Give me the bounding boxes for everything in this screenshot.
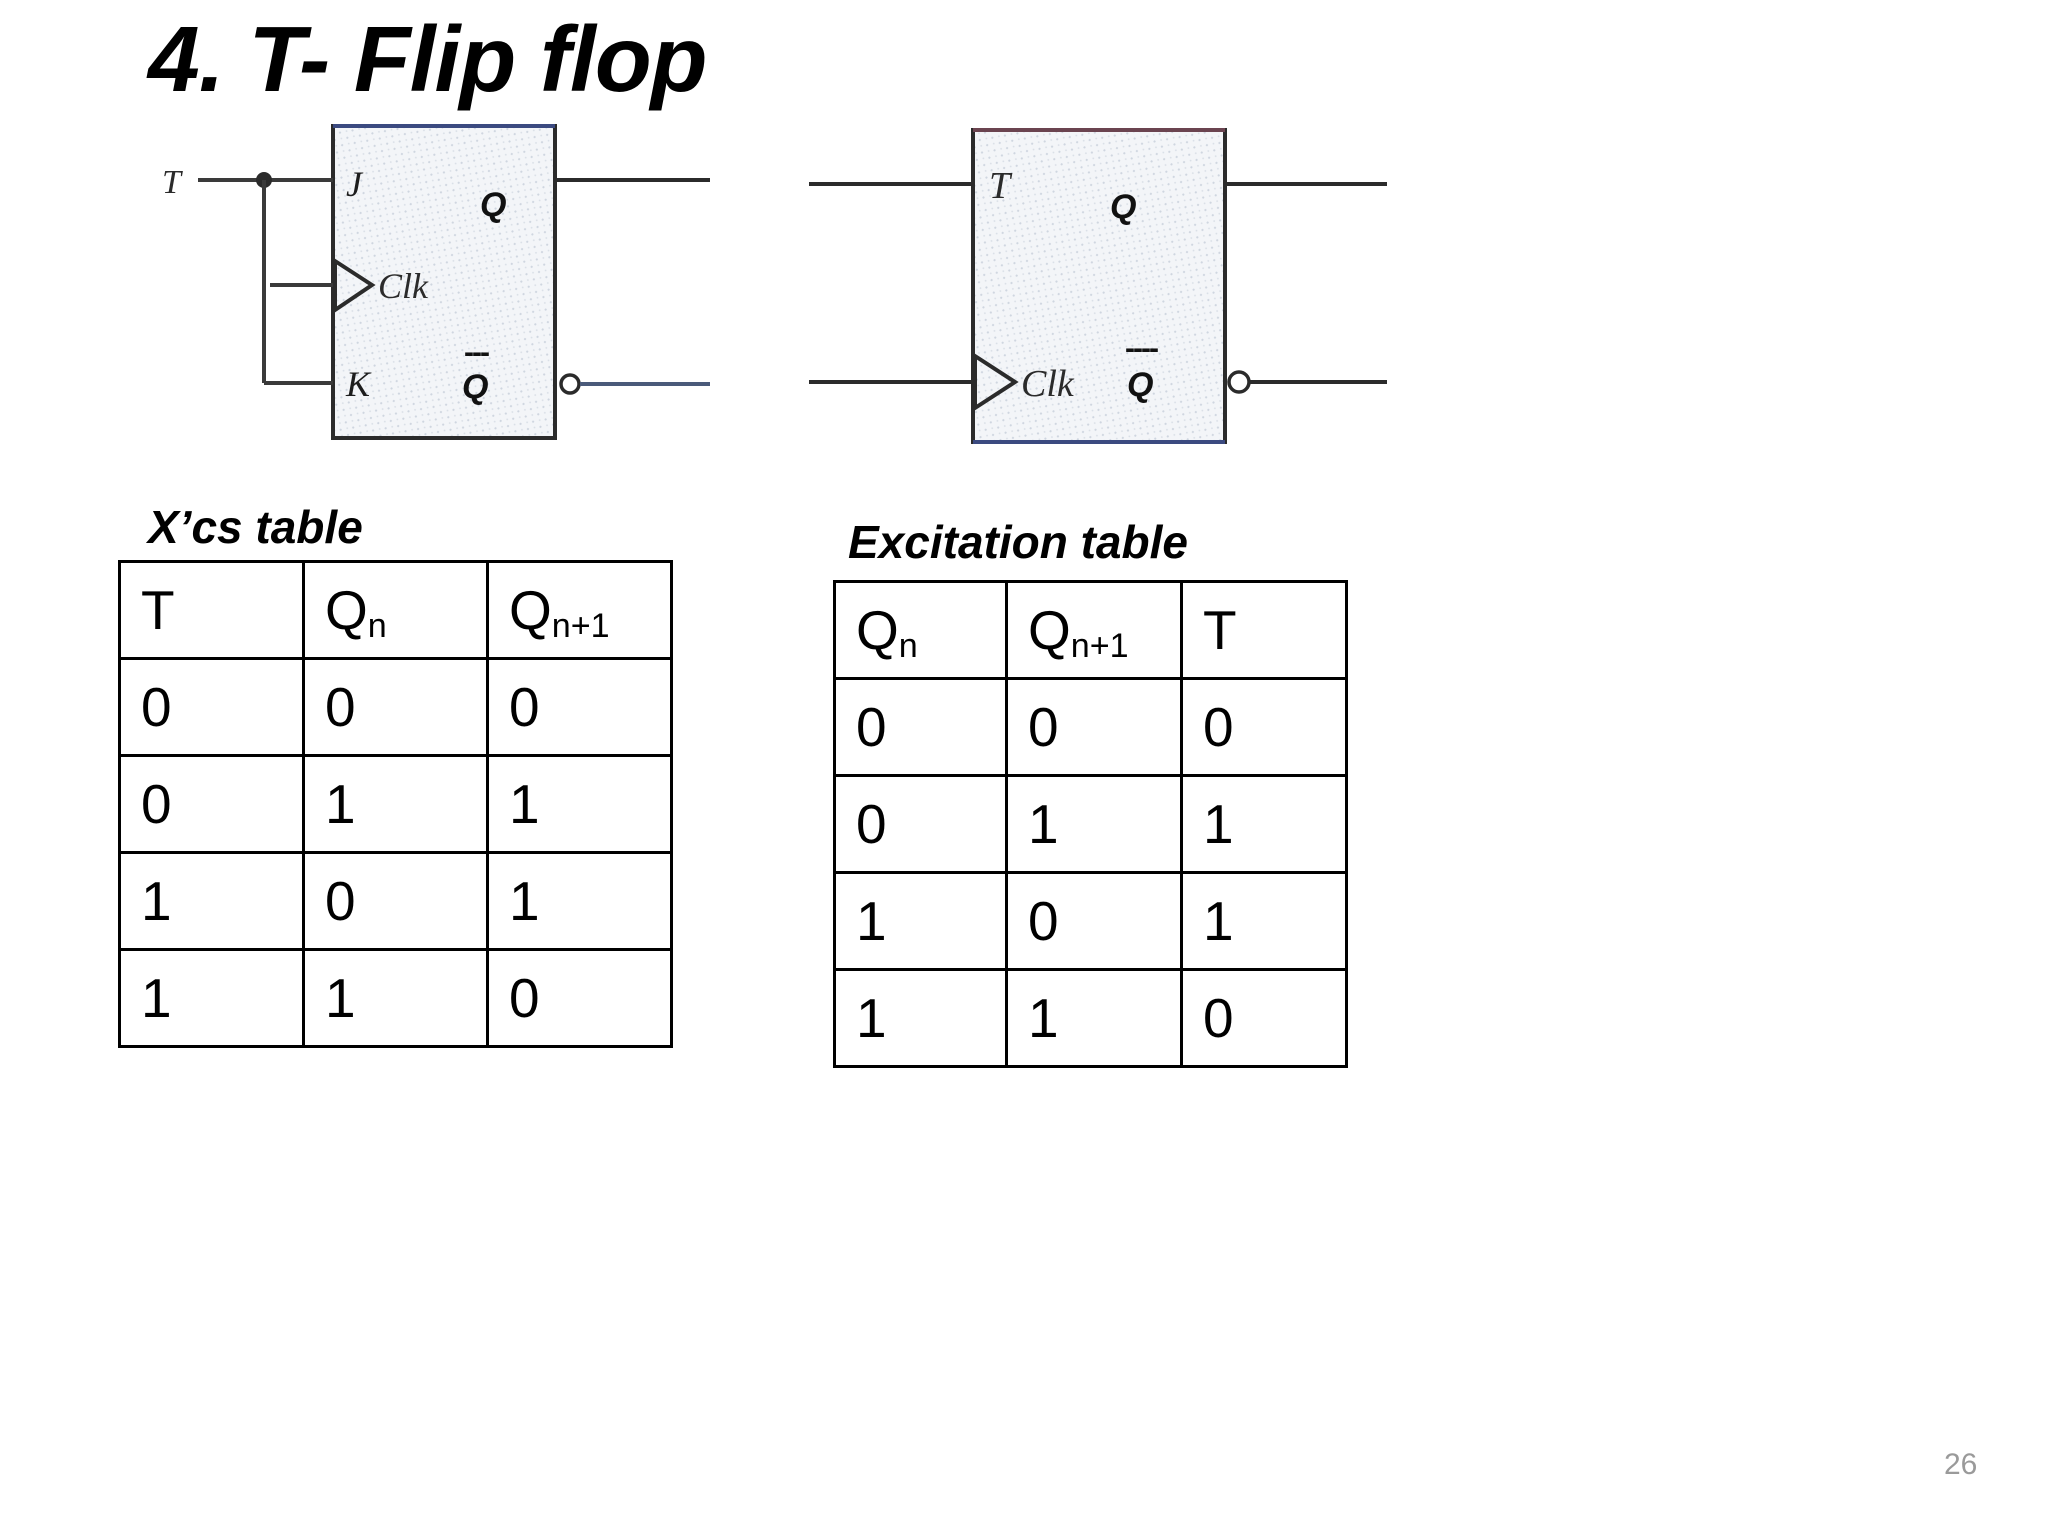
pin-t-label: T bbox=[989, 165, 1013, 207]
header-text: T bbox=[141, 579, 175, 641]
header-text: T bbox=[1203, 599, 1237, 661]
header-cell-qn: Qn bbox=[302, 560, 489, 660]
characteristic-table: T Qn Qn+1 0 0 0 0 1 1 1 0 1 1 1 0 bbox=[118, 560, 673, 1048]
cell: 0 bbox=[118, 657, 305, 757]
cell: 1 bbox=[1180, 774, 1348, 874]
table-header-row: T Qn Qn+1 bbox=[118, 560, 673, 660]
table-row: 0 0 0 bbox=[833, 677, 1348, 777]
jk-flipflop-svg: T J Q Clk K --- Q bbox=[162, 124, 710, 440]
cell: 0 bbox=[833, 774, 1008, 874]
header-sub: n+1 bbox=[1070, 626, 1129, 665]
table-header-row: Qn Qn+1 T bbox=[833, 580, 1348, 680]
qbar-overline: --- bbox=[464, 336, 489, 369]
cell: 0 bbox=[302, 851, 489, 951]
cell: 0 bbox=[1005, 677, 1183, 777]
cell: 0 bbox=[118, 754, 305, 854]
inverting-bubble-icon bbox=[1227, 370, 1251, 394]
inverting-bubble-icon bbox=[559, 373, 581, 395]
table-row: 0 1 1 bbox=[118, 754, 673, 854]
table-row: 1 0 1 bbox=[833, 871, 1348, 971]
clock-triangle-icon bbox=[973, 352, 1019, 412]
pin-qbar-label: Q bbox=[1127, 366, 1153, 404]
cell: 1 bbox=[833, 968, 1008, 1068]
cell: 0 bbox=[486, 948, 673, 1048]
pin-clk-label: Clk bbox=[1021, 363, 1075, 405]
t-input-label: T bbox=[162, 164, 183, 201]
cell: 1 bbox=[1005, 968, 1183, 1068]
cell: 1 bbox=[833, 871, 1008, 971]
table-row: 1 1 0 bbox=[118, 948, 673, 1048]
qbar-overline: ---- bbox=[1125, 332, 1158, 365]
header-cell-qn1: Qn+1 bbox=[1005, 580, 1183, 680]
header-text: Q bbox=[856, 599, 899, 661]
cell: 0 bbox=[302, 657, 489, 757]
cell: 1 bbox=[486, 851, 673, 951]
header-cell-qn1: Qn+1 bbox=[486, 560, 673, 660]
pin-qbar-label: Q bbox=[462, 368, 488, 406]
cell: 1 bbox=[302, 754, 489, 854]
header-sub: n+1 bbox=[551, 606, 610, 645]
cell: 0 bbox=[1180, 677, 1348, 777]
t-flipflop-svg: T Q Clk ---- Q bbox=[809, 128, 1387, 444]
cell: 1 bbox=[302, 948, 489, 1048]
pin-q-label: Q bbox=[1110, 188, 1136, 226]
header-sub: n bbox=[898, 626, 918, 665]
cell: 0 bbox=[1005, 871, 1183, 971]
cell: 0 bbox=[486, 657, 673, 757]
cell: 0 bbox=[1180, 968, 1348, 1068]
table-row: 1 0 1 bbox=[118, 851, 673, 951]
t-flipflop-diagram: T Q Clk ---- Q bbox=[795, 118, 1395, 458]
cell: 1 bbox=[118, 948, 305, 1048]
cell: 0 bbox=[833, 677, 1008, 777]
excitation-table-caption: Excitation table bbox=[848, 516, 1188, 568]
cell: 1 bbox=[1005, 774, 1183, 874]
cell: 1 bbox=[118, 851, 305, 951]
header-text: Q bbox=[509, 579, 552, 641]
page-title: 4. T- Flip flop bbox=[148, 7, 707, 111]
table-row: 1 1 0 bbox=[833, 968, 1348, 1068]
page-number: 26 bbox=[1944, 1448, 1978, 1481]
xcs-table-caption: X’cs table bbox=[148, 501, 363, 553]
cell: 1 bbox=[486, 754, 673, 854]
cell: 1 bbox=[1180, 871, 1348, 971]
header-cell-t: T bbox=[1180, 580, 1348, 680]
pin-clk-label: Clk bbox=[378, 266, 429, 306]
header-cell-qn: Qn bbox=[833, 580, 1008, 680]
pin-q-label: Q bbox=[480, 186, 506, 224]
pin-j-label: J bbox=[346, 164, 364, 204]
table-row: 0 1 1 bbox=[833, 774, 1348, 874]
table-row: 0 0 0 bbox=[118, 657, 673, 757]
jk-flipflop-diagram: T J Q Clk K --- Q bbox=[150, 118, 720, 458]
header-sub: n bbox=[367, 606, 387, 645]
header-text: Q bbox=[1028, 599, 1071, 661]
header-text: Q bbox=[325, 579, 368, 641]
chip-body bbox=[971, 128, 1227, 444]
excitation-table: Qn Qn+1 T 0 0 0 0 1 1 1 0 1 1 1 0 bbox=[833, 580, 1348, 1068]
header-cell-t: T bbox=[118, 560, 305, 660]
pin-k-label: K bbox=[345, 364, 372, 404]
clock-triangle-icon bbox=[333, 257, 376, 314]
